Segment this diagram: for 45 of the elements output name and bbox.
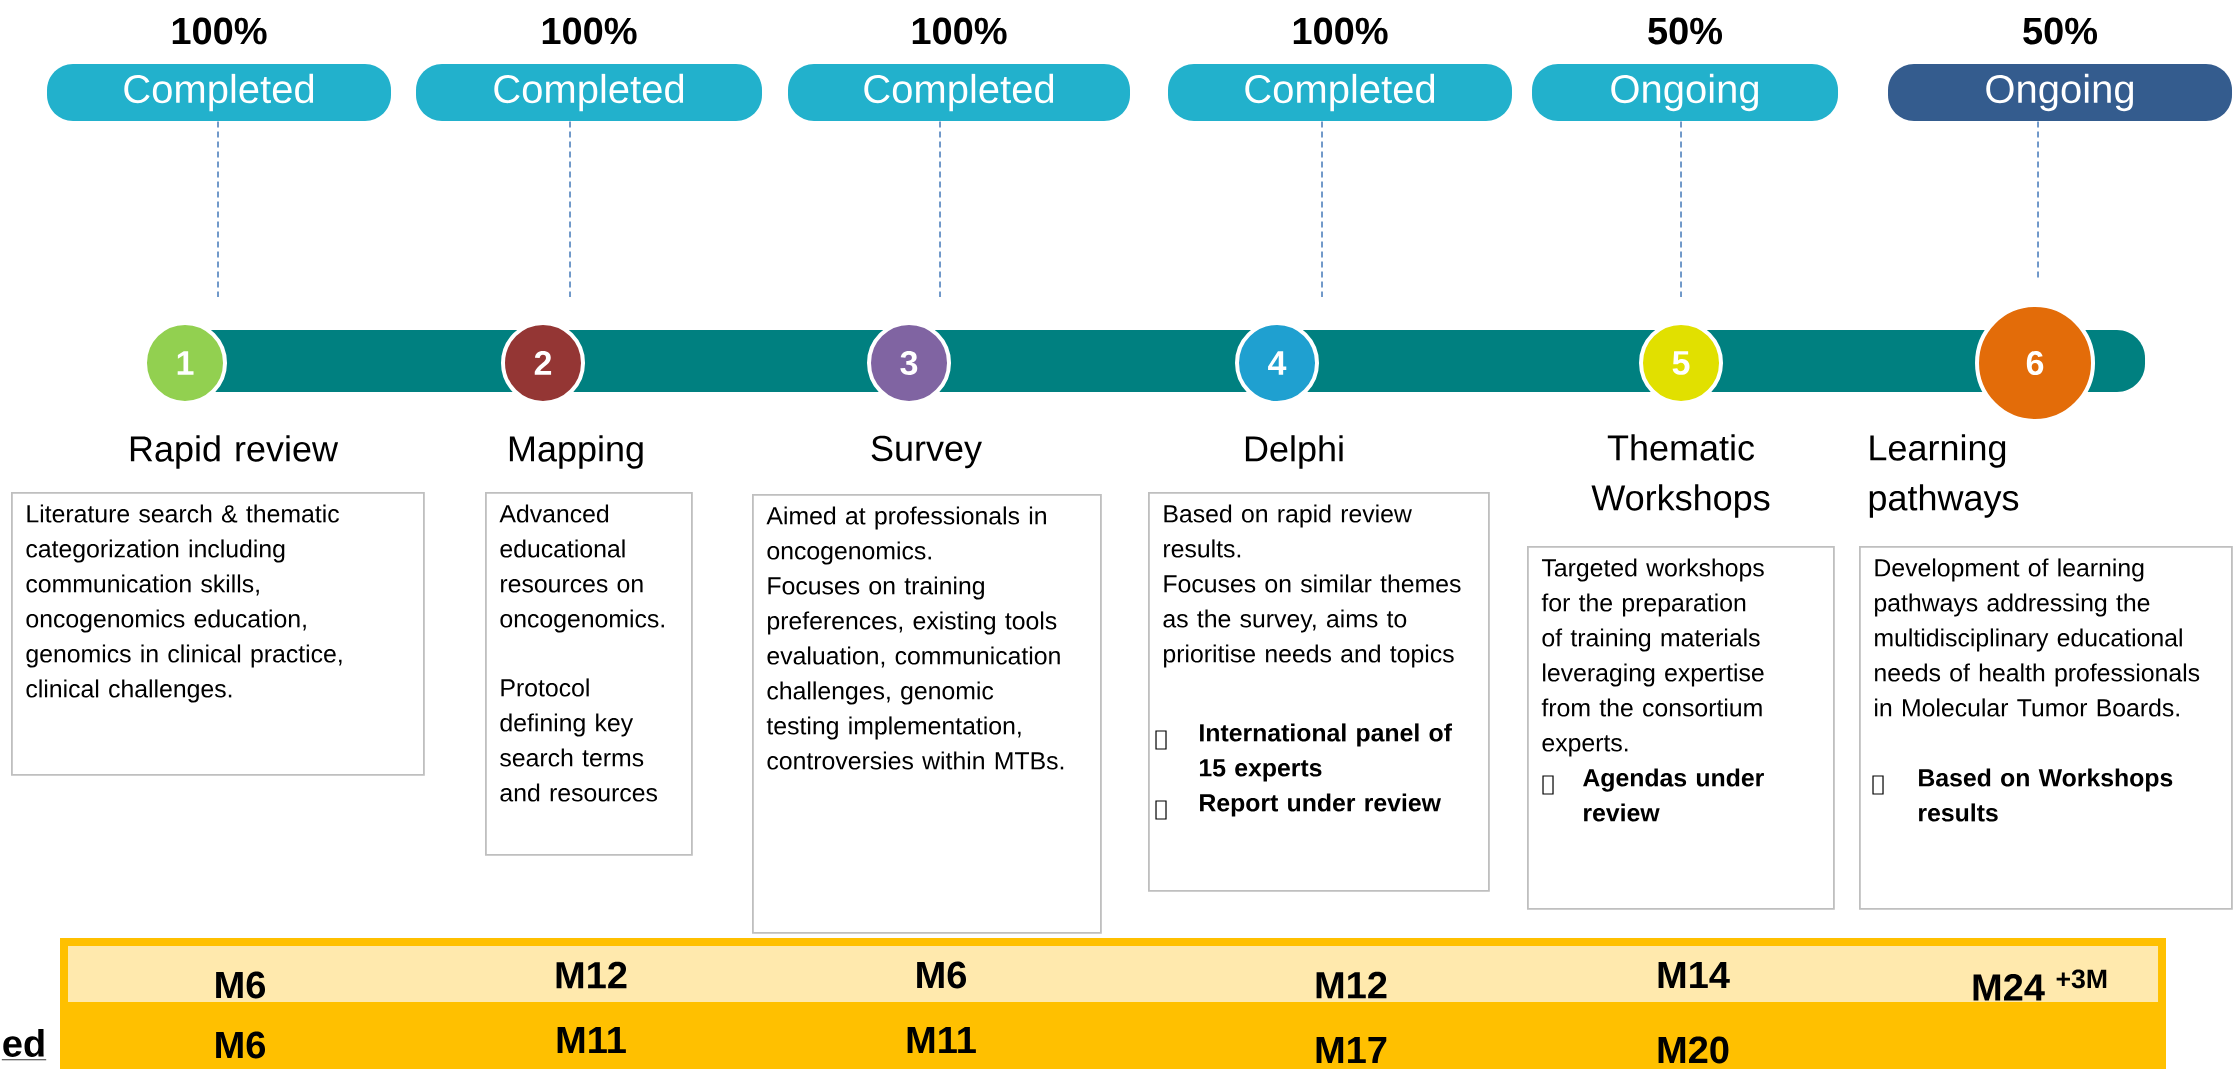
percent-label: 100% [542, 17, 637, 45]
dashed-connector [217, 120, 219, 298]
step-heading: Learning pathways [1869, 434, 2019, 518]
bullet-item: Report under review [1155, 793, 1441, 820]
month-cell: M24 $^{+3M}$ [1973, 969, 2107, 1001]
dashed-connector [569, 120, 571, 298]
node-label: Report under review [1200, 793, 1441, 817]
percent-label: 50% [2023, 17, 2097, 45]
month-cell: M12 [556, 961, 627, 989]
percent-label: 50% [1648, 17, 1722, 45]
status-pill: Ongoing [1888, 64, 2232, 121]
step-heading: Survey [871, 435, 982, 469]
step-heading: Rapid review [130, 435, 339, 469]
month-cell: M6 [216, 1031, 266, 1059]
dashed-connector [2037, 120, 2039, 280]
bullet-item: Agendas under review [1542, 768, 1764, 822]
dashed-connector [1680, 120, 1682, 298]
description-box: Aimed at professionals in oncogenomics. Focuses on training preferences, existing tools evaluation, communication challenges, genomic testing implementation, controversies within MTBs. [752, 494, 1102, 934]
month-cell: M20 [1658, 1036, 1729, 1064]
description-box: Literature search & thematic categorization including communication skills, oncogenomics education, genomics in clinical practice, clinical challenges. [11, 492, 425, 776]
step-heading: Delphi [1245, 435, 1343, 469]
step-heading: Thematic Workshops [1591, 434, 1770, 518]
dashed-connector [1321, 120, 1323, 298]
bullet-item: Based on Workshops results [1872, 768, 2173, 822]
node-label: Agendas under review [1583, 768, 1764, 822]
percent-label: 100% [1293, 17, 1388, 45]
node-label: Based on Workshops results [1919, 768, 2173, 822]
percent-label: 100% [172, 17, 267, 45]
month-cell: M6 [216, 971, 266, 999]
bullet-item: International panel of 15 experts [1155, 723, 1452, 782]
cropped-row-label: ed [1, 1029, 47, 1061]
status-pill: Completed [1168, 64, 1512, 121]
status-pill: Completed [788, 64, 1130, 121]
month-cell: M14 [1658, 961, 1730, 989]
description-box: Advanced educational resources on oncogenomics. Protocol defining key search terms and resources [485, 492, 693, 856]
month-cell: M11 [557, 1026, 626, 1054]
dashed-connector [939, 120, 941, 298]
month-cell: M17 [1316, 1036, 1387, 1064]
status-pill: Completed [47, 64, 391, 121]
percent-label: 100% [912, 17, 1007, 45]
step-heading: Mapping [509, 435, 643, 469]
status-pill: Ongoing [1532, 64, 1838, 121]
month-cell: M12 [1316, 971, 1387, 999]
month-cell: M11 [907, 1026, 976, 1054]
status-pill: Completed [416, 64, 762, 121]
